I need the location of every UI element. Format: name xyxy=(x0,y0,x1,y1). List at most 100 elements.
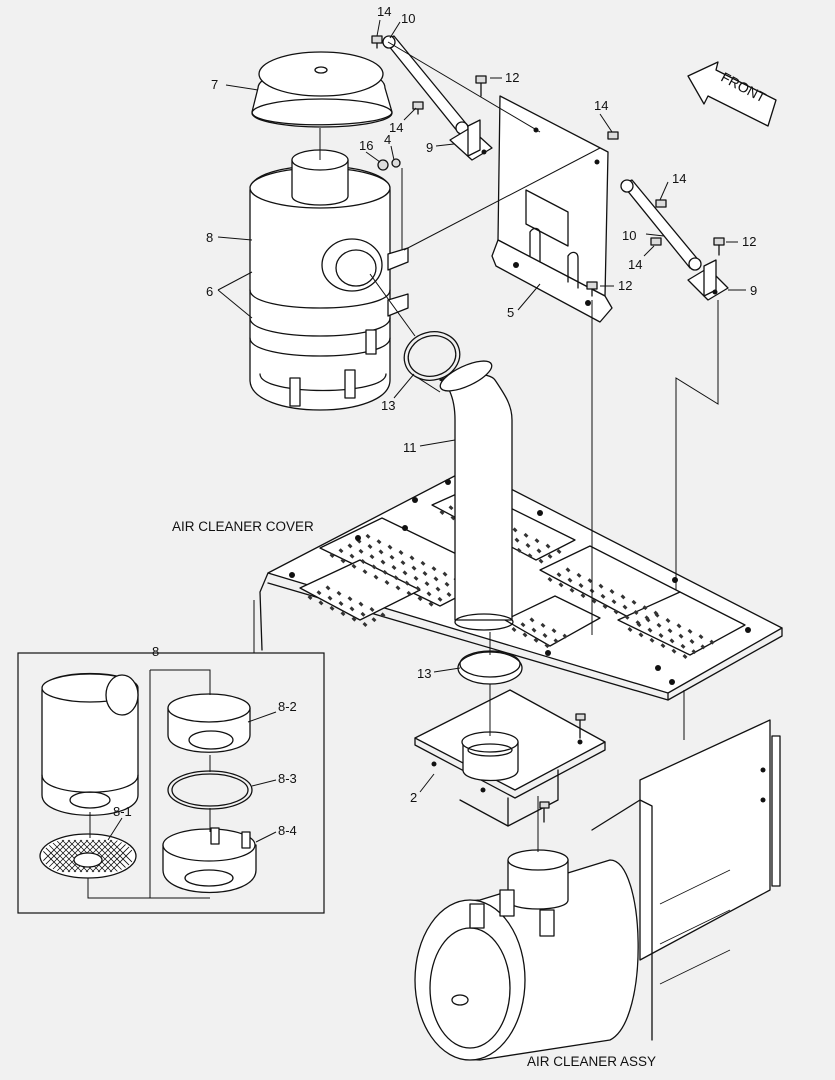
perforation-hole xyxy=(362,622,368,627)
callout-9: 9 xyxy=(750,283,757,298)
perforation-hole xyxy=(395,585,401,591)
perforation-hole xyxy=(349,553,355,559)
perforation-hole xyxy=(633,610,639,615)
perforation-hole xyxy=(362,569,368,575)
mesh-line xyxy=(42,839,65,873)
perforation-hole xyxy=(367,544,373,549)
perforation-hole xyxy=(609,589,615,594)
perforation-hole xyxy=(437,596,443,602)
perforation-hole xyxy=(365,533,371,539)
perforation-hole xyxy=(667,628,673,634)
intake-pipe-11 xyxy=(439,360,514,631)
callout-12: 12 xyxy=(742,234,756,249)
perforation-hole xyxy=(378,549,384,555)
perforation-hole xyxy=(340,558,346,564)
filter-element-inset xyxy=(17,652,325,914)
stay-rod-10-right xyxy=(620,179,702,271)
nut-16-icon xyxy=(377,159,389,171)
bolt-14-top-icon xyxy=(371,35,383,49)
perforation-hole xyxy=(369,607,375,612)
perforation-hole xyxy=(411,565,417,571)
perforation-hole xyxy=(384,580,390,585)
perforation-hole xyxy=(402,570,408,576)
perforation-hole xyxy=(547,553,553,559)
perforation-hole xyxy=(658,633,664,638)
air-cleaner-assy-caption: AIR CLEANER ASSY xyxy=(527,1054,656,1069)
perforation-hole xyxy=(669,638,675,644)
perforation-hole xyxy=(700,644,706,650)
bolt-12-mid-icon xyxy=(586,281,598,297)
reference-lines xyxy=(253,41,719,852)
perforation-hole xyxy=(511,627,517,632)
perforation-hole xyxy=(307,595,313,600)
perforation-hole xyxy=(329,605,335,611)
perforation-hole xyxy=(360,611,366,617)
perforation-hole xyxy=(446,592,452,597)
perforation-hole xyxy=(545,543,551,549)
perforation-hole xyxy=(329,553,335,558)
perforation-hole xyxy=(391,565,397,570)
callout-11: 11 xyxy=(403,440,417,455)
mesh-line xyxy=(91,839,125,873)
perforation-hole xyxy=(327,595,333,601)
perforation-hole xyxy=(409,555,415,561)
perforation-hole xyxy=(439,510,445,515)
perforation-hole xyxy=(442,571,448,577)
washer-4-icon xyxy=(391,158,401,168)
callout-10: 10 xyxy=(622,228,636,243)
perforation-hole xyxy=(347,596,353,602)
perforation-hole xyxy=(376,539,382,545)
perforation-hole xyxy=(620,594,626,600)
callout-2: 2 xyxy=(410,790,417,805)
perforation-hole xyxy=(360,559,366,564)
perforation-hole xyxy=(349,606,355,612)
bolt-12-right-icon xyxy=(713,237,725,256)
perforation-hole xyxy=(415,586,421,591)
perforation-hole xyxy=(435,586,441,592)
perforation-hole xyxy=(691,649,697,655)
perforation-hole xyxy=(676,623,682,629)
perforation-hole xyxy=(647,627,653,633)
perforation-hole xyxy=(562,633,568,639)
perforation-hole xyxy=(523,532,529,538)
clamp-13-upper xyxy=(403,331,461,381)
perforation-hole xyxy=(536,548,542,554)
perforation-hole xyxy=(678,633,684,639)
perforation-hole xyxy=(413,575,419,581)
perforation-hole xyxy=(534,538,540,544)
perforation-hole xyxy=(338,601,344,606)
perforation-hole xyxy=(450,515,456,521)
perforation-hole xyxy=(516,547,522,553)
perforation-hole xyxy=(569,587,575,593)
bracket-9-right xyxy=(687,259,729,301)
perforation-hole xyxy=(522,632,528,638)
callout-14: 14 xyxy=(628,257,642,272)
callout-4: 4 xyxy=(384,132,391,147)
perforation-hole xyxy=(622,604,628,610)
callout-8-2: 8-2 xyxy=(278,699,297,714)
perforation-hole xyxy=(689,639,695,644)
perforation-hole xyxy=(358,601,364,607)
callout-8: 8 xyxy=(206,230,213,245)
inset-title-8: 8 xyxy=(152,644,159,659)
perforation-hole xyxy=(433,576,439,582)
bracket-9-left xyxy=(449,119,493,161)
callout-8-3: 8-3 xyxy=(278,771,297,786)
perforation-hole xyxy=(398,550,404,555)
mounting-bracket-5 xyxy=(491,95,613,323)
air-cleaner-assy-installed xyxy=(414,719,781,1061)
mesh-line xyxy=(97,839,131,873)
perforation-hole xyxy=(649,637,655,643)
bolt-14-right-top-icon xyxy=(607,131,619,140)
front-arrow-icon: FRONT xyxy=(687,61,777,127)
perforation-hole xyxy=(558,582,564,588)
perforation-hole xyxy=(431,566,437,572)
callout-leaders xyxy=(107,19,746,843)
perforation-hole xyxy=(380,559,386,565)
perforation-hole xyxy=(393,575,399,581)
perforation-hole xyxy=(512,527,518,533)
perforation-hole xyxy=(529,617,535,623)
perforation-hole xyxy=(382,569,388,575)
